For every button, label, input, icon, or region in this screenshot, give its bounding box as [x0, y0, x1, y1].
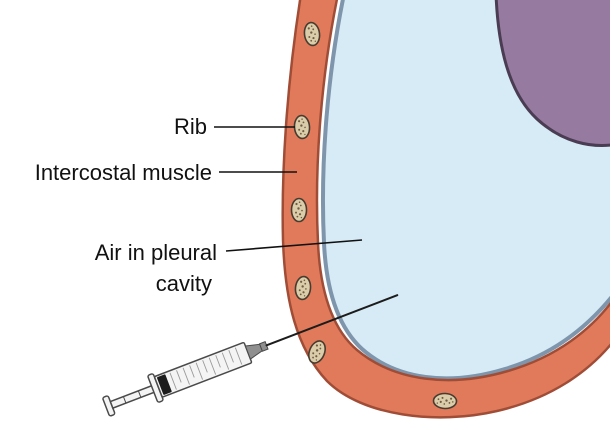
rib-label: Rib [174, 114, 207, 139]
needle [265, 294, 399, 347]
syringe-graduations [169, 347, 243, 390]
syringe-plunger-stopper [157, 374, 172, 395]
syringe-icon [102, 294, 399, 417]
lung [494, 0, 610, 148]
air-pleural-leader-line [225, 239, 363, 252]
plunger-rod-rib [137, 390, 142, 398]
plunger-rod-rib [122, 396, 127, 404]
label-intercostal-muscle: Intercostal muscle [35, 160, 297, 185]
label-rib: Rib [174, 114, 295, 139]
intercostal-muscle-label: Intercostal muscle [35, 160, 212, 185]
air-pleural-label-line1: Air in pleural [95, 240, 217, 265]
rib-cross-section [290, 197, 308, 223]
rib-cross-section [432, 392, 458, 410]
air-pleural-label-line2: cavity [156, 271, 212, 296]
label-air-in-pleural-cavity: Air in pleural cavity [95, 239, 363, 296]
syringe-plunger-rod [109, 384, 157, 410]
